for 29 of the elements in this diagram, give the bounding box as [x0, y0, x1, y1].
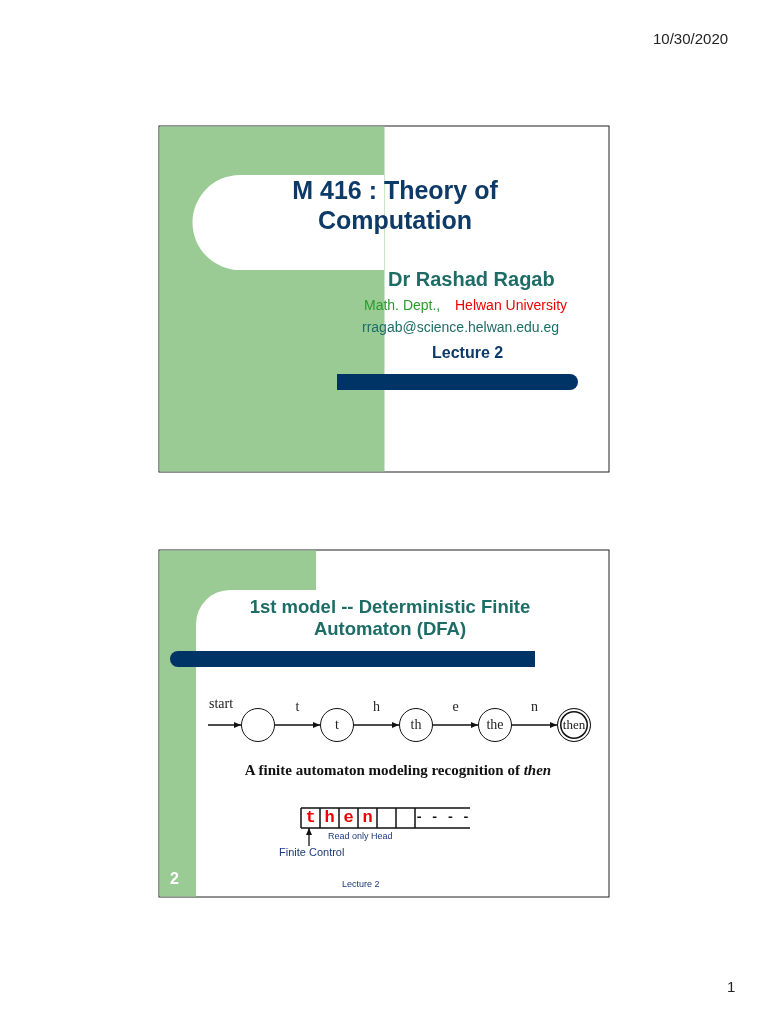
tape-symbol: e: [342, 808, 355, 828]
tape-symbol: n: [361, 808, 374, 828]
tape-cell: t: [301, 808, 320, 828]
transition-arrow: [274, 722, 321, 728]
edge-label: n: [531, 699, 538, 715]
transition-arrow: [207, 722, 242, 728]
footer-text: Lecture 2: [342, 879, 380, 889]
university-text: Helwan University: [455, 297, 568, 313]
page-number: 1: [727, 978, 736, 995]
date-text: 10/30/2020: [653, 30, 729, 47]
email-text: rragab@science.helwan.edu.eg: [362, 319, 560, 335]
edge-label: h: [373, 699, 380, 715]
head-label: Read only Head: [328, 831, 393, 841]
transition-arrow: [306, 827, 312, 847]
lecture-label: Lecture 2: [432, 344, 504, 362]
transition-arrow: [432, 722, 479, 728]
slide-title: M 416 : Theory of Computation: [291, 175, 499, 235]
transition-arrow: [353, 722, 400, 728]
transition-arrow: [511, 722, 558, 728]
control-label: Finite Control: [279, 846, 345, 858]
tape-ellipsis: - - - -: [415, 809, 470, 827]
edge-label: e: [452, 699, 459, 715]
slide-number: 2: [170, 870, 179, 888]
edge-label: t: [295, 699, 300, 715]
slide-title: 1st model -- Deterministic Finite Automaton (DFA): [248, 596, 532, 641]
figure-caption: A finite automaton modeling recognition of then: [244, 762, 552, 779]
author-name: Dr Rashad Ragab: [388, 268, 555, 291]
tape-symbol: h: [323, 808, 336, 828]
edge-label: start: [209, 696, 234, 712]
